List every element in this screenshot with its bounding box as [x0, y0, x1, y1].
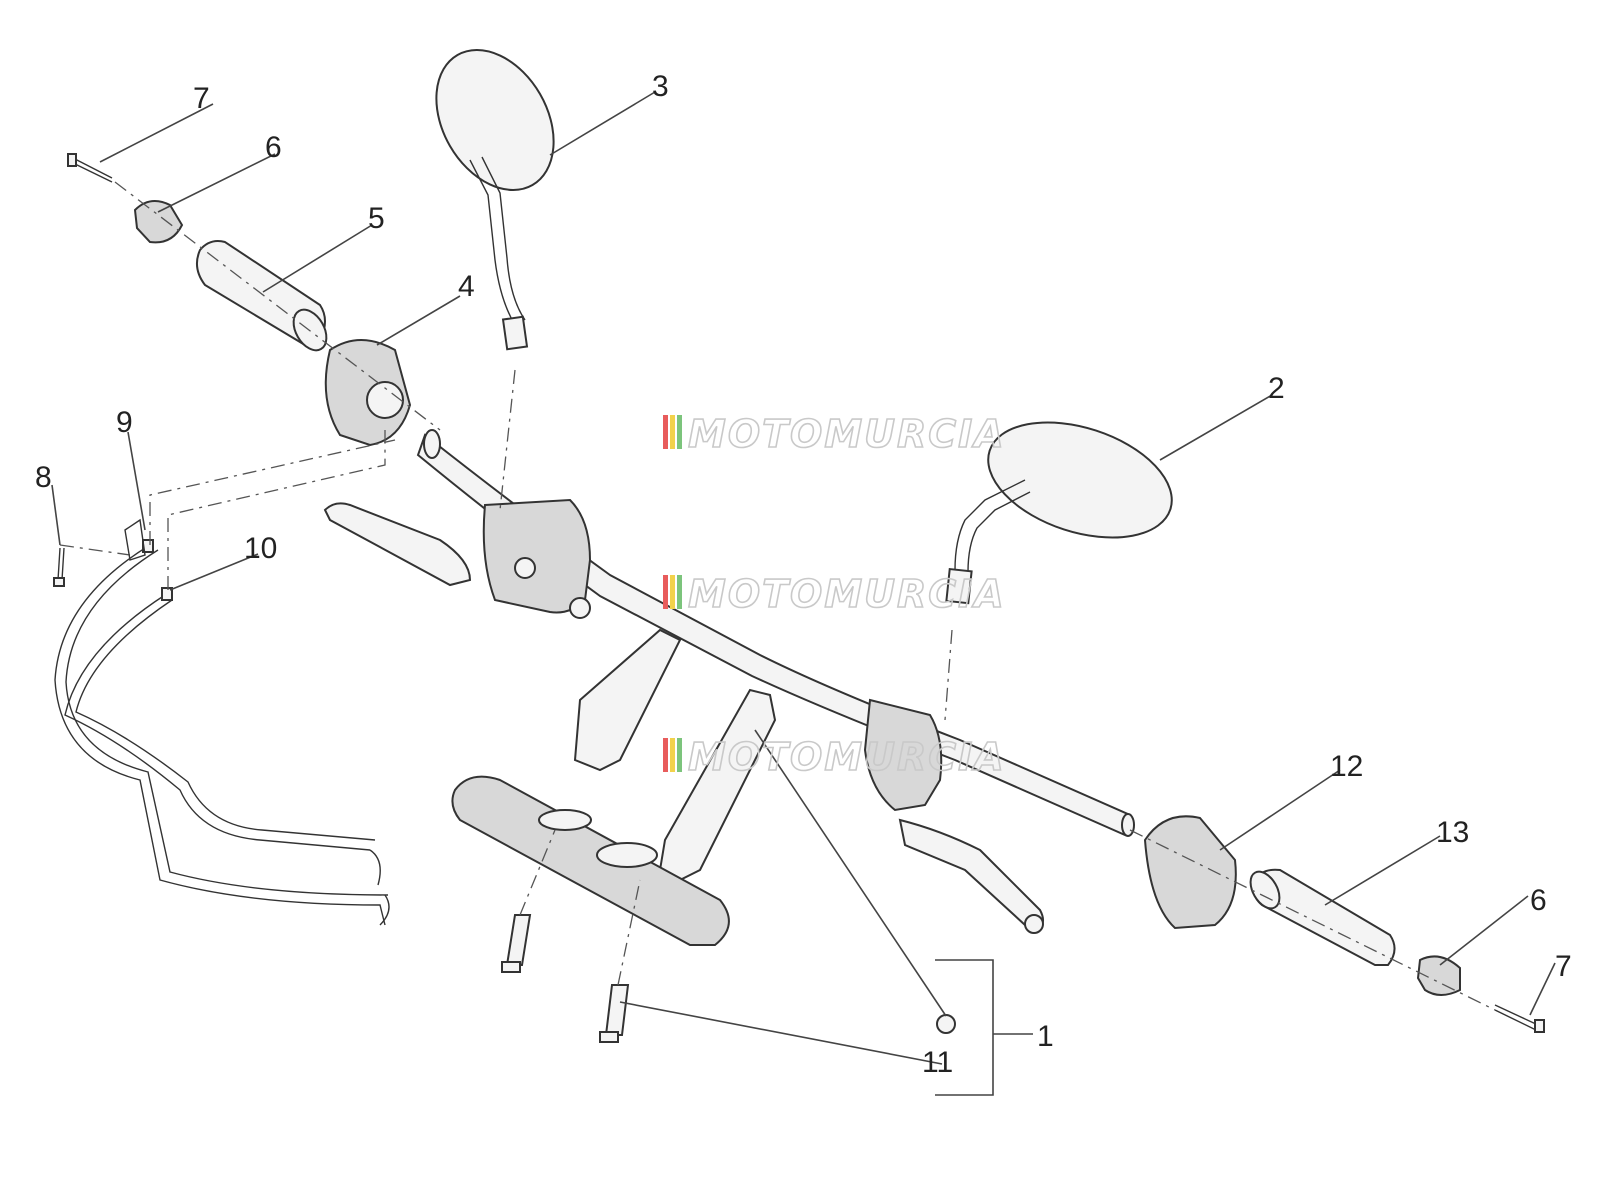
leader-lines — [51, 91, 1556, 1065]
watermark-2: MOTOMURCIA — [663, 571, 1006, 617]
brake-lever — [863, 698, 1045, 934]
callout-3: 3 — [652, 70, 669, 103]
cable-bracket-screw — [53, 518, 146, 587]
right-grip — [1249, 868, 1396, 966]
watermark-text-3: MOTOMURCIA — [688, 735, 1006, 779]
callout-10: 10 — [244, 532, 277, 565]
throttle-cables — [54, 430, 396, 926]
callout-2: 2 — [1268, 372, 1285, 405]
clamp-bolt-left — [501, 829, 556, 973]
right-axis-line — [1129, 829, 1496, 1011]
top-clamp — [451, 775, 730, 946]
callout-6-left: 6 — [265, 131, 282, 164]
right-mirror — [944, 421, 1173, 721]
washer — [936, 1014, 956, 1034]
callout-11: 11 — [922, 1046, 953, 1079]
right-bar-end-weight — [1416, 955, 1461, 996]
watermark-3: MOTOMURCIA — [663, 734, 1006, 780]
callout-7-right: 7 — [1555, 950, 1572, 983]
callout-13: 13 — [1436, 816, 1469, 849]
callout-9: 9 — [116, 406, 133, 439]
clamp-bolt-right — [599, 879, 641, 1043]
watermark-1: MOTOMURCIA — [663, 411, 1006, 457]
left-mirror — [435, 49, 555, 511]
left-bar-end-weight — [133, 200, 184, 244]
callout-labels: 7 6 5 4 3 2 9 8 10 12 13 6 7 1 11 — [35, 70, 1572, 1079]
left-grip — [195, 240, 328, 352]
callout-4: 4 — [458, 270, 475, 303]
left-axis-line — [114, 181, 441, 431]
watermark-text-2: MOTOMURCIA — [688, 572, 1006, 616]
right-bar-end-screw — [1494, 1004, 1545, 1033]
left-bar-end-screw — [67, 153, 113, 183]
watermark-text-1: MOTOMURCIA — [688, 412, 1006, 456]
callout-7-left: 7 — [193, 82, 210, 115]
callout-5: 5 — [368, 202, 385, 235]
group-bracket — [935, 959, 994, 1096]
callout-8: 8 — [35, 461, 52, 494]
callout-12: 12 — [1330, 750, 1363, 783]
right-switch-housing — [1143, 815, 1237, 930]
left-switch-housing — [324, 339, 412, 447]
clutch-lever — [323, 498, 592, 619]
callout-1: 1 — [1037, 1020, 1054, 1053]
callout-6-right: 6 — [1530, 884, 1547, 917]
